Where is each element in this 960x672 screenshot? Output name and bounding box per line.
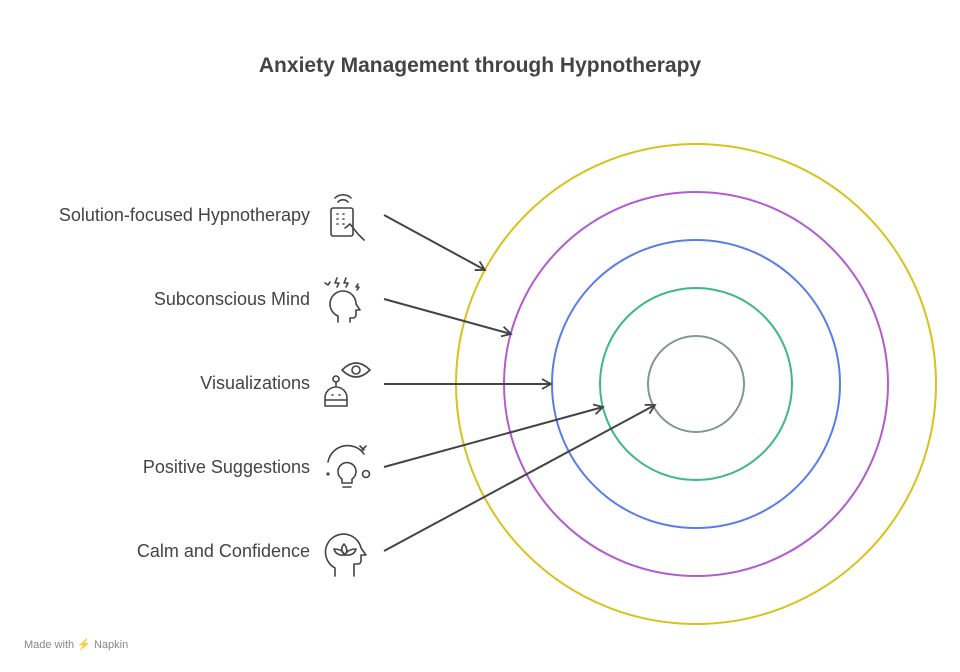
- label-positive-suggestions: Positive Suggestions: [142, 457, 310, 477]
- arrow-4: [383, 403, 605, 468]
- ring-positive-suggestions: [599, 287, 793, 481]
- remote-control-hand-icon: [330, 194, 365, 241]
- ring-subconscious-mind: [503, 191, 889, 577]
- arrow-5: [383, 403, 657, 552]
- arrow-2: [383, 298, 513, 338]
- label-solution-focused-hypnotherapy: Solution-focused Hypnotherapy: [58, 205, 310, 225]
- ring-visualizations: [551, 239, 841, 529]
- head-thoughts-icon: [324, 277, 361, 323]
- label-calm-and-confidence: Calm and Confidence: [136, 541, 310, 561]
- robot-eye-icon: [324, 362, 371, 407]
- ring-calm-and-confidence: [647, 335, 745, 433]
- label-subconscious-mind: Subconscious Mind: [153, 289, 310, 309]
- lotus-head-icon: [324, 533, 367, 577]
- page-title: Anxiety Management through Hypnotherapy: [258, 54, 702, 77]
- lightbulb-icon: [326, 444, 371, 488]
- arrow-1: [383, 214, 487, 271]
- made-with-napkin-footer: Made with ⚡ Napkin: [24, 639, 129, 651]
- label-visualizations: Visualizations: [200, 373, 310, 393]
